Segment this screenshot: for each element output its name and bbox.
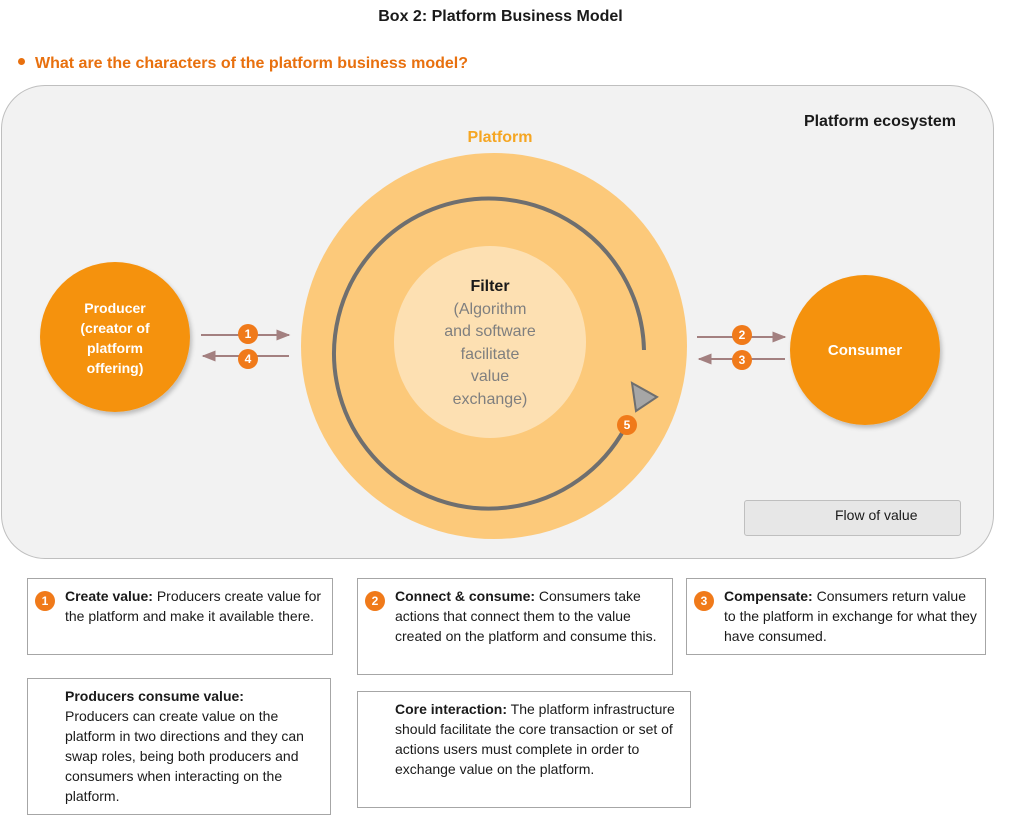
card-body: Consumers return value to the platform i… [724, 588, 977, 644]
platform-label: Platform [467, 129, 533, 146]
filter-line: (Algorithm [453, 300, 527, 318]
card-body: The platform infrastructure should facil… [395, 701, 675, 777]
card-heading: Compensate: [724, 588, 813, 604]
filter-title: Filter [470, 278, 510, 295]
question-text: What are the characters of the platform … [35, 55, 468, 72]
card-producers-consume-value: Producers consume value: Producers can cr… [27, 678, 331, 815]
consumer-label: Consumer [827, 342, 903, 359]
card-number-badge: 1 [35, 591, 55, 611]
card-heading: Core interaction: [395, 701, 508, 717]
producer-line: offering) [86, 360, 144, 376]
filter-line: exchange) [452, 390, 528, 408]
question-heading: What are the characters of the platform … [18, 55, 468, 73]
filter-label: Filter (Algorithm and software facilitat… [410, 276, 570, 411]
box-title: Box 2: Platform Business Model [378, 8, 623, 25]
card-number-badge: 3 [694, 591, 714, 611]
card-text: Connect & consume: Consumers take action… [395, 586, 664, 646]
badge-1: 1 [238, 324, 258, 344]
card-text: Compensate: Consumers return value to th… [724, 586, 977, 646]
card-create-value: 1 Create value: Producers create value f… [27, 578, 333, 655]
badge-4: 4 [238, 349, 258, 369]
ecosystem-label: Platform ecosystem [803, 113, 956, 130]
legend-label: Flow of value [835, 507, 918, 523]
legend-box [744, 500, 961, 536]
bullet-dot-icon [18, 58, 25, 66]
core-interaction-loop [332, 196, 646, 511]
card-body: Producers create value for the platform … [65, 588, 322, 624]
card-text: Create value: Producers create value for… [65, 586, 324, 626]
card-body: Consumers take actions that connect them… [395, 588, 657, 644]
filter-inner-circle [394, 246, 586, 438]
filter-line: and software [444, 323, 536, 340]
card-text: Producers consume value: Producers can cr… [65, 686, 322, 806]
loop-arrowhead-icon [630, 381, 659, 413]
badge-2: 2 [732, 325, 752, 345]
card-heading: Create value: [65, 588, 153, 604]
card-compensate: 3 Compensate: Consumers return value to … [686, 578, 986, 655]
card-text: Core interaction: The platform infrastru… [395, 699, 682, 779]
card-heading: Connect & consume: [395, 588, 536, 604]
producer-circle [40, 262, 190, 412]
filter-line: value [470, 368, 510, 385]
badge-5: 5 [617, 415, 637, 435]
card-core-interaction: Core interaction: The platform infrastru… [357, 691, 691, 808]
card-heading: Producers consume value: [65, 688, 244, 704]
badge-3: 3 [732, 350, 752, 370]
card-number-badge: 2 [365, 591, 385, 611]
card-body: Producers can create value on the platfo… [65, 708, 304, 804]
filter-line: facilitate [460, 345, 520, 363]
producer-label: Producer (creator of platform offering) [50, 298, 180, 378]
producer-line: (creator of [80, 320, 150, 336]
card-connect-consume: 2 Connect & consume: Consumers take acti… [357, 578, 673, 675]
consumer-circle [790, 275, 940, 425]
producer-line: platform [87, 340, 143, 356]
producer-line: Producer [84, 300, 146, 316]
